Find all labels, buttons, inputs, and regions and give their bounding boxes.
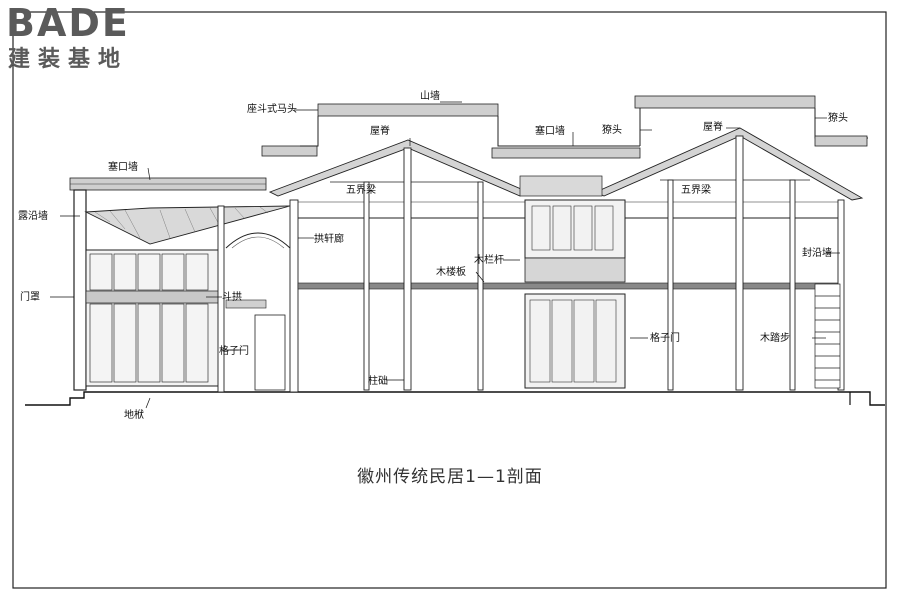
ground-line xyxy=(25,391,885,406)
main-building xyxy=(261,95,868,391)
label-men-zhao: 门罩 xyxy=(20,290,40,303)
label-sai-kou-qiang-left: 塞口墙 xyxy=(108,160,138,173)
label-zuo-dou-ma-tou: 座斗式马头 xyxy=(247,102,297,115)
label-wu-jie-liang-right: 五界梁 xyxy=(681,183,711,196)
brand-logo: BADE 建装基地 xyxy=(6,4,156,74)
railing xyxy=(524,257,626,283)
label-wu-ji-right: 屋脊 xyxy=(703,120,723,133)
left-building xyxy=(69,177,299,393)
gable-cap-right xyxy=(634,95,816,109)
label-wu-ji-left: 屋脊 xyxy=(370,124,390,137)
label-mu-lou-ban: 木楼板 xyxy=(436,265,466,278)
label-shou-tou-center: 獠头 xyxy=(602,123,622,136)
label-feng-yan-qiang: 封沿墙 xyxy=(802,246,832,259)
label-ge-zi-men-right: 格子门 xyxy=(650,331,680,344)
floor-beam xyxy=(297,282,844,290)
leader-lines xyxy=(50,101,840,409)
label-mu-lan-gan: 木栏杆 xyxy=(474,253,504,266)
sheet-border xyxy=(12,11,887,589)
label-lu-yan-qiang: 露沿墙 xyxy=(18,209,48,222)
label-dou-gong: 斗拱 xyxy=(222,290,242,303)
label-shou-tou-right: 獠头 xyxy=(828,111,848,124)
label-mu-ti-bu: 木踏步 xyxy=(760,331,790,344)
drawing-caption: 徽州传统民居1—1剖面 xyxy=(357,467,543,487)
label-juan-xuan-lang: 拱轩廊 xyxy=(314,232,344,245)
label-di-fu: 地栿 xyxy=(124,408,144,421)
logo-subtitle: 建装基地 xyxy=(8,47,129,72)
left-roof xyxy=(84,205,291,245)
label-sai-kou-qiang-center: 塞口墙 xyxy=(535,124,565,137)
label-ge-zi-men-left: 格子门 xyxy=(219,344,249,357)
label-wu-jie-liang-left: 五界梁 xyxy=(346,183,376,196)
label-shan-qiang: 山墙 xyxy=(420,89,440,102)
label-zhu-chu: 柱础 xyxy=(368,374,388,387)
gable-cap-left xyxy=(317,103,499,117)
logo-brand-text: BADE xyxy=(6,1,130,45)
